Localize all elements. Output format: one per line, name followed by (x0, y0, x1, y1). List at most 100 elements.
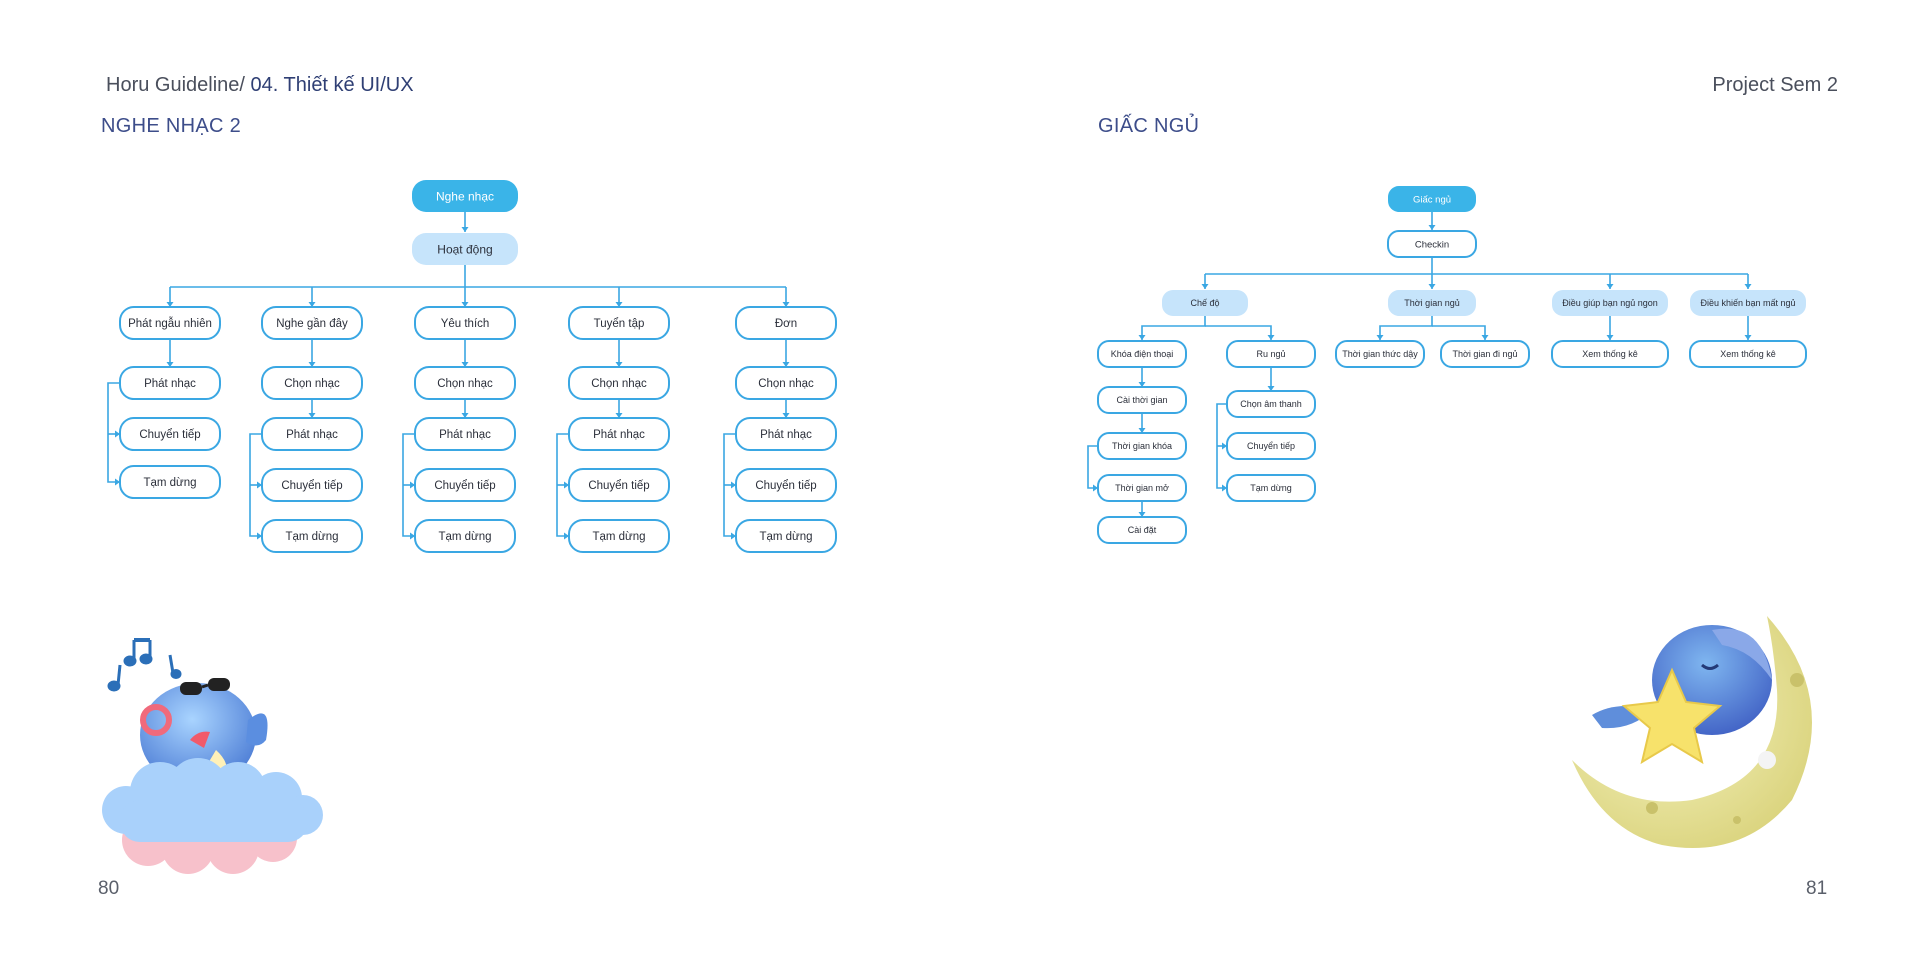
music-note-icon (107, 638, 182, 692)
connector-line (1379, 316, 1433, 340)
arrowhead (115, 478, 120, 486)
cloud-shape (102, 758, 323, 842)
arrowhead (257, 532, 262, 540)
arrowhead (564, 481, 569, 489)
node-label: Checkin (1415, 239, 1449, 250)
node-box (412, 180, 518, 212)
node-xem-thong-ke-2: Xem thống kê (1689, 340, 1807, 368)
node-box (1440, 340, 1530, 368)
node-label: Thời gian đi ngủ (1453, 349, 1518, 359)
node-tam-dung: Tạm dừng (414, 519, 516, 553)
left-page-number: 80 (98, 878, 120, 899)
node-chon-nhac: Chọn nhạc (568, 366, 670, 400)
node-label: Chuyển tiếp (139, 429, 200, 441)
node-chuyen-tiep: Chuyển tiếp (735, 468, 837, 502)
node-chuyen-tiep: Chuyển tiếp (261, 468, 363, 502)
connector-line (1087, 445, 1098, 489)
arrowhead (782, 413, 790, 418)
node-giac-ngu: Giấc ngủ (1388, 186, 1476, 212)
right-section-title: GIẤC NGỦ (1098, 115, 1200, 137)
node-tam-dung: Tạm dừng (1226, 474, 1316, 502)
node-dieu-khien-ban-mat-ngu: Điều khiến bạn mất ngủ (1690, 290, 1806, 316)
node-label: Tạm dừng (143, 477, 196, 489)
node-xem-thong-ke-1: Xem thống kê (1551, 340, 1669, 368)
node-label: Chọn âm thanh (1240, 399, 1302, 409)
arrowhead (1606, 284, 1614, 289)
whale-moon-illustration (1572, 616, 1812, 848)
arrowhead (782, 362, 790, 367)
node-box (1388, 290, 1476, 316)
node-chuyen-tiep: Chuyển tiếp (568, 468, 670, 502)
node-box (1552, 290, 1668, 316)
arrowhead (1201, 284, 1209, 289)
connector-line (1141, 316, 1206, 340)
node-cai-dat: Cài đặt (1097, 516, 1187, 544)
node-chon-nhac: Chọn nhạc (261, 366, 363, 400)
node-label: Phát nhạc (286, 429, 338, 441)
arrowhead (1222, 442, 1227, 450)
node-box (412, 233, 518, 265)
node-thoi-gian-mo: Thời gian mở (1097, 474, 1187, 502)
arrowhead (1376, 335, 1384, 340)
connector-line (107, 382, 120, 483)
node-label: Đơn (775, 318, 797, 330)
arrowhead (461, 413, 469, 418)
node-box (1335, 340, 1425, 368)
node-label: Thời gian khóa (1112, 441, 1172, 451)
node-label: Nghe gần đây (276, 318, 348, 330)
arrowhead (1267, 386, 1275, 391)
breadcrumb-current: 04. Thiết kế UI/UX (250, 74, 414, 96)
node-label: Tuyển tập (594, 318, 645, 330)
node-cai-thoi-gian: Cài thời gian (1097, 386, 1187, 414)
arrowhead (1606, 335, 1614, 340)
arrowhead (461, 227, 469, 232)
node-chon-nhac: Chọn nhạc (414, 366, 516, 400)
node-label: Nghe nhạc (436, 189, 494, 203)
project-label: Project Sem 2 (1712, 74, 1838, 96)
node-label: Thời gian thức dậy (1342, 349, 1418, 359)
node-phat-nhac: Phát nhạc (261, 417, 363, 451)
node-label: Phát nhạc (760, 429, 812, 441)
arrowhead (1138, 428, 1146, 433)
node-label: Chuyển tiếp (281, 480, 342, 492)
arrowhead (1093, 484, 1098, 492)
node-box (1162, 290, 1248, 316)
node-label: Điều giúp bạn ngủ ngon (1562, 298, 1658, 308)
node-label: Phát nhạc (439, 429, 491, 441)
node-label: Thời gian ngủ (1404, 298, 1459, 308)
node-yeu-thich: Yêu thích (414, 306, 516, 340)
node-chuyen-tiep: Chuyển tiếp (119, 417, 221, 451)
breadcrumb-prefix: Horu Guideline/ (106, 74, 251, 96)
node-checkin: Checkin (1387, 230, 1477, 258)
node-chon-nhac: Chọn nhạc (735, 366, 837, 400)
node-nghe-nhac: Nghe nhạc (412, 180, 518, 212)
arrowhead (1138, 512, 1146, 517)
node-box (1551, 340, 1669, 368)
node-phat-nhac: Phát nhạc (568, 417, 670, 451)
node-label: Chọn nhạc (437, 378, 493, 390)
node-box (1689, 340, 1807, 368)
node-label: Tạm dừng (285, 531, 338, 543)
node-label: Chọn nhạc (758, 378, 814, 390)
node-thoi-gian-di-ngu: Thời gian đi ngủ (1440, 340, 1530, 368)
node-label: Chuyển tiếp (1247, 441, 1295, 451)
arrowhead (782, 302, 790, 307)
connector-line (1432, 325, 1486, 340)
left-section-title: NGHE NHẠC 2 (101, 115, 241, 137)
right-page-number: 81 (1806, 878, 1828, 899)
node-label: Cài thời gian (1117, 395, 1168, 405)
node-label: Chuyển tiếp (755, 480, 816, 492)
node-label: Chọn nhạc (284, 378, 340, 390)
node-chuyen-tiep: Chuyển tiếp (414, 468, 516, 502)
node-ru-ngu: Ru ngủ (1226, 340, 1316, 368)
arrowhead (410, 481, 415, 489)
star-icon (1621, 667, 1723, 765)
node-label: Tạm dừng (438, 531, 491, 543)
node-label: Phát nhạc (593, 429, 645, 441)
node-chon-am-thanh: Chọn âm thanh (1226, 390, 1316, 418)
moon-icon (1572, 616, 1812, 848)
arrowhead (257, 481, 262, 489)
node-phat-nhac: Phát nhạc (735, 417, 837, 451)
